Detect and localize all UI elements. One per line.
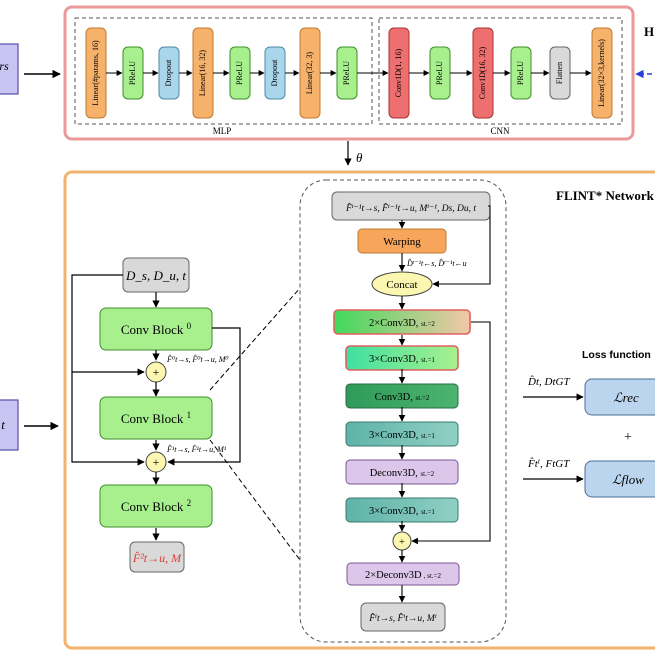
warping-label: Warping: [383, 236, 421, 248]
mlp-label: MLP: [213, 126, 232, 136]
mlp-layer-4: PReLU: [229, 46, 251, 100]
left-input-top-label: rs: [0, 59, 9, 73]
cnn-layer-2: Conv1D(16, 32): [472, 27, 494, 119]
detail-plus-node: +: [392, 531, 412, 551]
conv-block-1: Conv Block 1: [99, 396, 213, 440]
detail-input-box: F̂ⁱ⁻¹t→s, F̂ⁱ⁻¹t→u, Mⁱ⁻¹, Ds, Du, t: [331, 191, 491, 221]
mlp-layer-2: Dropout: [158, 46, 180, 100]
detail-connectors: [398, 205, 491, 603]
loss-plus: +: [624, 430, 632, 445]
loss-flow-box: ℒflow: [584, 460, 655, 498]
theta-label: θ: [356, 150, 363, 165]
detail-layer-5-label: 3×Conv3D, st.=1: [369, 506, 435, 517]
mlp-layer-1: PReLU: [122, 46, 144, 100]
conv-block-2-label: Conv Block 2: [121, 498, 191, 514]
loss-flow-inputs: F̂tⁱ, FtGT: [527, 457, 570, 470]
mlp-layer-6: Linear(32, 3): [299, 27, 321, 119]
cnn-layer-0-label: Conv1D(1, 16): [394, 48, 403, 97]
cnn-layer-1: PReLU: [429, 46, 451, 100]
cnn-layer-4-label: Flatten: [555, 62, 564, 84]
detail-layer-5: 3×Conv3D, st.=1: [345, 497, 459, 523]
loss-rec-label: ℒrec: [613, 390, 639, 405]
conv-block-0: Conv Block 0: [99, 307, 213, 351]
loss-rec-box: ℒrec: [584, 378, 655, 416]
cnn-layer-3: PReLU: [510, 46, 532, 100]
flint-final-output-text: F̂²t→u, M: [132, 551, 182, 565]
mlp-layer-7-label: PReLU: [342, 61, 351, 85]
detail-last-layer: 2×Deconv3D, st.=2: [346, 562, 460, 586]
left-input-bottom-label: t: [1, 417, 5, 432]
detail-layer-0: 2×Conv3D, st.=2: [333, 309, 471, 335]
flint-input-box: D_s, D_u, t: [122, 257, 190, 293]
mlp-layer-5-label: Dropout: [270, 59, 279, 86]
cnn-label: CNN: [490, 126, 510, 136]
left-input-top: rs: [0, 43, 19, 95]
warp-output-label: D̂ⁱ⁻¹t←s, D̂ⁱ⁻¹t←u: [406, 258, 467, 268]
detail-layer-3: 3×Conv3D, st.=1: [345, 421, 459, 447]
svg-text:2×Deconv3D, st.=2: 2×Deconv3D, st.=2: [365, 570, 442, 581]
detail-layer-3-label: 3×Conv3D, st.=1: [369, 430, 435, 441]
block0-output: F̂⁰t→s, F̂⁰t→u, M⁰: [166, 354, 229, 364]
plus-node-1-label: +: [153, 455, 160, 469]
mlp-group: [74, 17, 373, 125]
mlp-layer-1-label: PReLU: [128, 61, 137, 85]
conv-block-2: Conv Block 2: [99, 484, 213, 528]
detail-layer-4: Deconv3D, st.=2: [345, 459, 459, 485]
mlp-layer-3-label: Linear(16, 32): [198, 50, 207, 97]
block1-output: F̂¹t→s, F̂¹t→u, M¹: [166, 444, 227, 454]
warping-box: Warping: [357, 228, 447, 254]
detail-layer-4-label: Deconv3D, st.=2: [370, 468, 435, 479]
flint-title: FLINT* Network: [556, 188, 655, 203]
hypernetwork-title: H: [644, 24, 654, 39]
cnn-group: [378, 17, 623, 125]
conv-block-0-label: Conv Block 0: [121, 321, 192, 337]
plus-node-0: +: [145, 361, 167, 383]
cnn-layer-5: Linear(32×3,kernels): [591, 27, 613, 119]
loss-flow-label: ℒflow: [612, 472, 644, 487]
cnn-layer-3-label: PReLU: [516, 61, 525, 85]
flint-input-text: D_s, D_u, t: [125, 268, 186, 283]
loss-rec-inputs: D̂t, DtGT: [527, 375, 570, 388]
flint-final-output: F̂²t→u, M: [129, 541, 185, 573]
concat-label: Concat: [386, 279, 417, 291]
plus-node-0-label: +: [153, 365, 160, 379]
zoom-line-top: [209, 287, 301, 391]
detail-layer-1-label: 3×Conv3D, st.=1: [369, 354, 435, 365]
concat-node: Concat: [371, 271, 433, 297]
mlp-layer-0: Linear(#params, 16): [85, 27, 107, 119]
detail-output-box: F̂ⁱt→s, F̂ⁱt→u, Mⁱ: [360, 602, 446, 632]
left-input-bottom: t: [0, 399, 19, 451]
mlp-layer-0-label: Linear(#params, 16): [91, 40, 100, 106]
cnn-layer-2-label: Conv1D(16, 32): [478, 46, 487, 99]
mlp-layer-6-label: Linear(32, 3): [305, 52, 314, 95]
detail-layer-1: 3×Conv3D, st.=1: [345, 345, 459, 371]
mlp-layer-7: PReLU: [336, 46, 358, 100]
mlp-layer-3: Linear(16, 32): [192, 27, 214, 119]
detail-layer-2: Conv3D, st.=2: [345, 383, 459, 409]
zoom-line-bottom: [209, 439, 301, 561]
mlp-layer-2-label: Dropout: [164, 59, 173, 86]
cnn-layer-1-label: PReLU: [435, 61, 444, 85]
detail-input-text: F̂ⁱ⁻¹t→s, F̂ⁱ⁻¹t→u, Mⁱ⁻¹, Ds, Du, t: [345, 201, 476, 214]
plus-node-1: +: [145, 451, 167, 473]
loss-title: Loss function: [582, 349, 651, 361]
detail-plus-label: +: [399, 537, 405, 548]
detail-output-text: F̂ⁱt→s, F̂ⁱt→u, Mⁱ: [368, 611, 437, 624]
detail-layer-0-label: 2×Conv3D, st.=2: [369, 318, 435, 329]
cnn-layer-4: Flatten: [549, 46, 571, 100]
cnn-layer-0: Conv1D(1, 16): [388, 27, 410, 119]
detail-last-main: 2×Deconv3D: [365, 570, 422, 581]
mlp-layer-5: Dropout: [264, 46, 286, 100]
conv-block-1-label: Conv Block 1: [121, 410, 191, 426]
cnn-layer-5-label: Linear(32×3,kernels): [597, 39, 606, 107]
mlp-layer-4-label: PReLU: [235, 61, 244, 85]
flint-frame: [63, 170, 655, 650]
detail-layer-2-label: Conv3D, st.=2: [375, 392, 430, 403]
flint-left-connectors: [71, 274, 241, 541]
detail-last-small: , st.=2: [424, 572, 442, 580]
detail-frame: [299, 179, 507, 643]
